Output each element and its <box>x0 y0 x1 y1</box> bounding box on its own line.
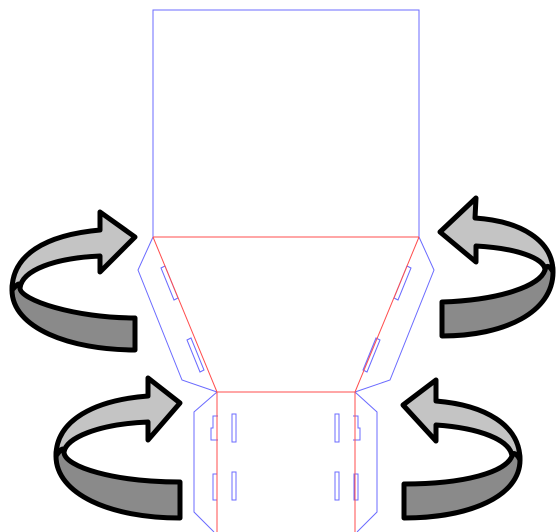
tab <box>353 415 361 441</box>
top-panel-outline <box>152 9 420 238</box>
fold-lines <box>152 236 420 532</box>
arrow-band-dark <box>9 261 138 353</box>
tab <box>210 415 218 441</box>
bottom-right-flap-outline <box>354 391 378 532</box>
arrow-band-light <box>400 377 523 463</box>
arrow-band-light <box>53 375 183 459</box>
bottom-left-flap-outline <box>193 391 218 532</box>
left-side-flap-outline <box>137 236 218 393</box>
slot <box>334 413 340 443</box>
bottom-slots <box>210 413 361 501</box>
rotate-arrow-lower-right-icon <box>400 377 523 521</box>
slot <box>160 265 179 301</box>
fold-line-left-slant <box>152 236 218 393</box>
slot <box>362 337 381 373</box>
arrow-band-dark <box>53 429 183 521</box>
slot <box>186 337 205 373</box>
slot <box>334 471 340 501</box>
slot <box>353 473 359 501</box>
arrow-band-light <box>437 195 556 275</box>
slot <box>212 473 218 501</box>
trapezoid-slots <box>160 265 412 373</box>
rotate-arrow-upper-left-icon <box>9 209 138 353</box>
cut-lines <box>137 9 435 532</box>
fold-line-right-slant <box>354 236 420 393</box>
arrow-band-light <box>9 209 138 293</box>
right-side-flap-outline <box>354 236 435 393</box>
slot <box>231 471 237 501</box>
slot <box>393 265 412 301</box>
rotate-arrow-lower-left-icon <box>53 375 183 521</box>
arrow-band-dark <box>401 434 523 521</box>
rotate-arrow-upper-right-icon <box>437 195 556 339</box>
slot <box>231 413 237 443</box>
